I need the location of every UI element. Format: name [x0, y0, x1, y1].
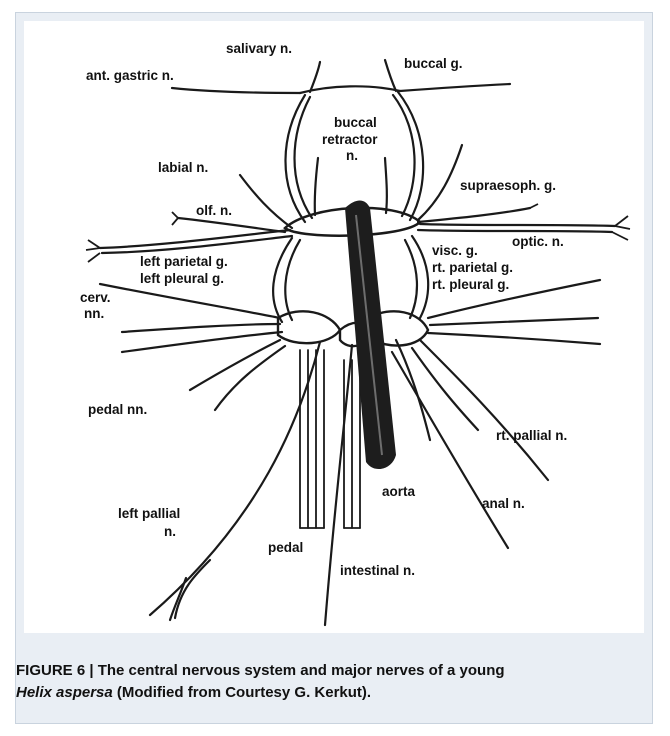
- label-salivary-nerve: salivary n.: [226, 41, 292, 56]
- figure-species: Helix aspersa: [16, 684, 113, 701]
- label-pedal-nn: pedal nn.: [88, 402, 147, 417]
- left-pallial-branch-2: [170, 578, 186, 620]
- left-pleural-ganglion: [278, 311, 340, 343]
- label-left-pallial-1: left pallial: [118, 506, 180, 521]
- label-rt-pleural: rt. pleural g.: [432, 277, 509, 292]
- cerv-nerve-1: [100, 284, 280, 318]
- label-olf-nerve: olf. n.: [196, 203, 232, 218]
- salivary-nerve: [310, 62, 320, 92]
- label-visc-ganglion: visc. g.: [432, 243, 478, 258]
- optic-nerve-right-b: [418, 230, 612, 232]
- figure-caption: FIGURE 6 | The central nervous system an…: [16, 660, 626, 704]
- label-aorta: aorta: [382, 484, 416, 499]
- label-ant-gastric-nerve: ant. gastric n.: [86, 68, 174, 83]
- supraesoph-nerve: [418, 208, 530, 222]
- fork-right-optic: [612, 216, 630, 240]
- label-intestinal-nerve: intestinal n.: [340, 563, 415, 578]
- nervous-system-diagram: salivary n. buccal g. ant. gastric n. bu…: [0, 0, 670, 640]
- label-cerv-1: cerv.: [80, 290, 111, 305]
- cerv-nerve-2: [122, 324, 280, 332]
- cerebro-buccal-connective-right: [398, 92, 423, 220]
- connective-left: [273, 238, 292, 322]
- fork-olf: [172, 212, 178, 225]
- optic-nerve-right: [420, 224, 615, 226]
- labial-nerve-left: [240, 175, 292, 228]
- label-left-pleural: left pleural g.: [140, 271, 224, 286]
- buccal-commissure: [300, 86, 400, 93]
- salivary-nerve-right: [385, 60, 396, 91]
- rt-nerve-3: [428, 333, 600, 344]
- rt-pallial-nerve: [420, 340, 548, 480]
- ant-gastric-nerve: [172, 88, 300, 93]
- labial-nerve-right: [418, 145, 462, 220]
- intestinal-nerve: [325, 345, 352, 625]
- label-buccal-retractor-3: n.: [346, 148, 358, 163]
- figure-credit: (Modified from Courtesy G. Kerkut).: [117, 684, 371, 701]
- left-pallial-nerve: [150, 342, 320, 615]
- tentacle-nerve-left-b: [102, 236, 292, 253]
- connective-right-b: [405, 240, 417, 318]
- connective-left-b: [285, 240, 300, 320]
- label-cerv-2: nn.: [84, 306, 104, 321]
- label-pedal: pedal: [268, 540, 303, 555]
- label-left-pallial-2: n.: [164, 524, 176, 539]
- cerebro-buccal-connective-left-b: [295, 97, 313, 218]
- figure-title: The central nervous system and major ner…: [98, 662, 505, 679]
- figure-number: FIGURE 6 |: [16, 662, 94, 679]
- label-buccal-retractor-1: buccal: [334, 115, 377, 130]
- label-buccal-retractor-2: retractor: [322, 132, 378, 147]
- label-buccal-ganglion: buccal g.: [404, 56, 463, 71]
- cerv-nerve-3: [122, 332, 282, 352]
- fork-supraesoph: [530, 204, 538, 208]
- anal-nerve: [392, 352, 508, 548]
- buccal-retractor-nerve-right: [385, 158, 387, 213]
- label-labial-nerve: labial n.: [158, 160, 208, 175]
- pedal-nerve-1: [190, 340, 280, 390]
- buccal-retractor-nerve-left: [315, 158, 318, 215]
- left-pallial-branch-1: [175, 560, 210, 618]
- rt-nerve-2: [430, 318, 598, 325]
- label-supraesoph-ganglion: supraesoph. g.: [460, 178, 556, 193]
- olf-nerve: [178, 218, 285, 232]
- label-rt-pallial: rt. pallial n.: [496, 428, 567, 443]
- fork-left-tentacle: [86, 240, 100, 262]
- label-anal-nerve: anal n.: [482, 496, 525, 511]
- label-optic-nerve: optic. n.: [512, 234, 564, 249]
- label-rt-parietal: rt. parietal g.: [432, 260, 513, 275]
- ant-gastric-nerve-right: [400, 84, 510, 91]
- label-left-parietal: left parietal g.: [140, 254, 228, 269]
